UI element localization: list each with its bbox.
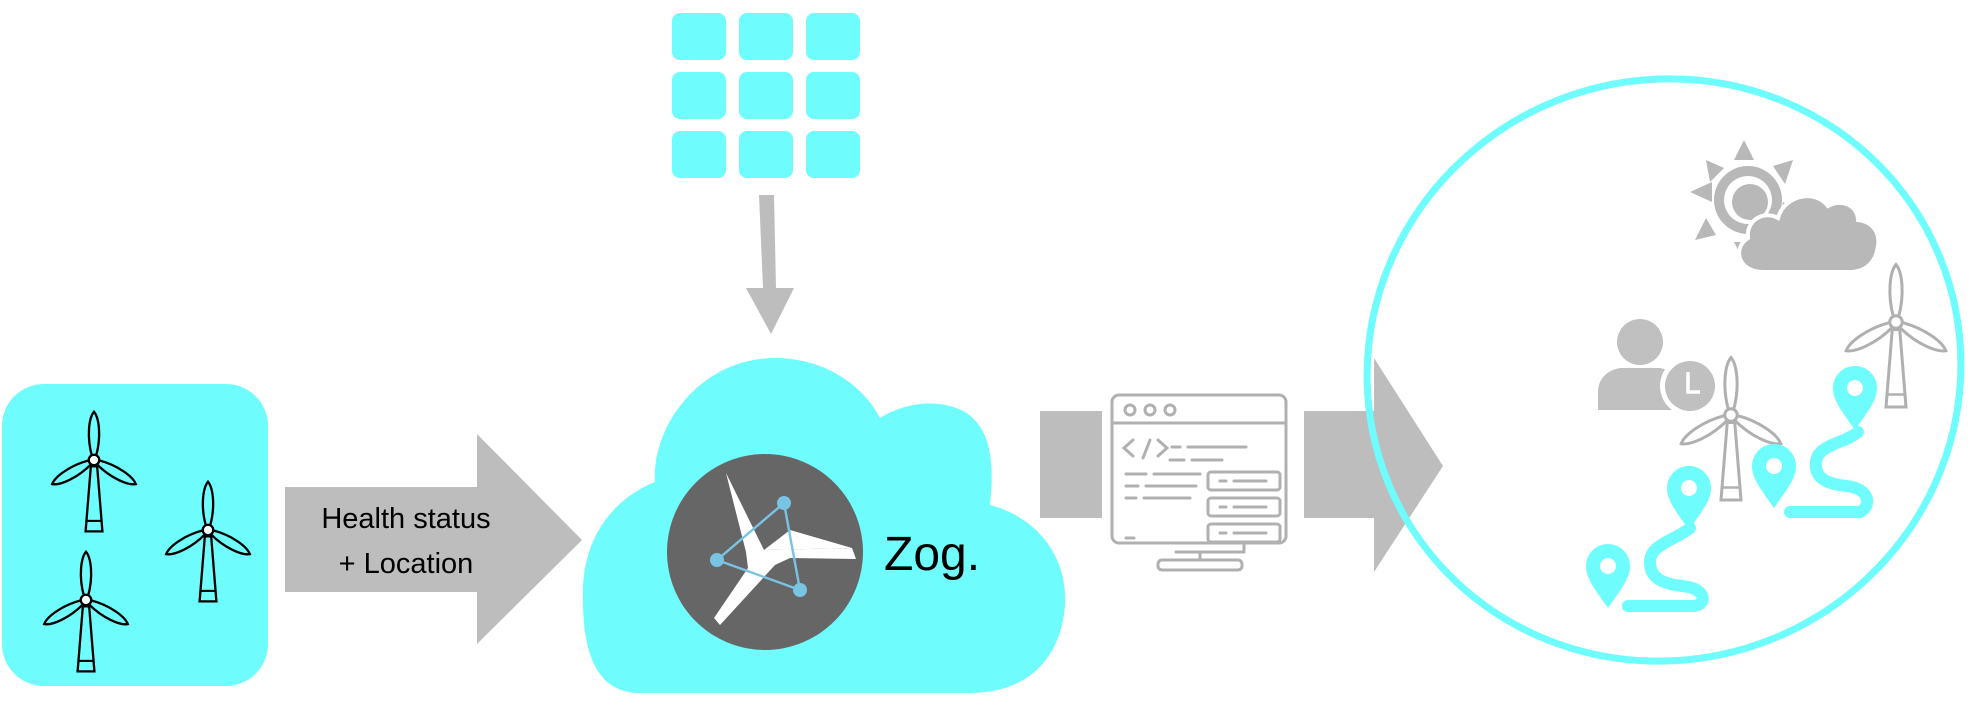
wind-farm-panel [2, 384, 268, 686]
map-pin-route-icon [1586, 366, 1877, 612]
connector-block [1040, 411, 1102, 518]
code-window-server-icon [1110, 393, 1288, 572]
health-location-arrow: Health status + Location [285, 434, 582, 644]
cloud-platform: Zog. [582, 357, 1066, 693]
network-plane-logo-icon [667, 454, 863, 650]
arrow-label-line1: Health status [321, 503, 490, 535]
sun-cloud-icon [1690, 140, 1881, 274]
result-ellipse [1363, 75, 1965, 665]
grid-tile-icon [672, 13, 860, 178]
down-arrow [746, 195, 794, 334]
person-clock-icon [1598, 319, 1720, 416]
arrow-label-line2: + Location [339, 548, 474, 580]
cloud-label: Zog. [884, 528, 980, 581]
